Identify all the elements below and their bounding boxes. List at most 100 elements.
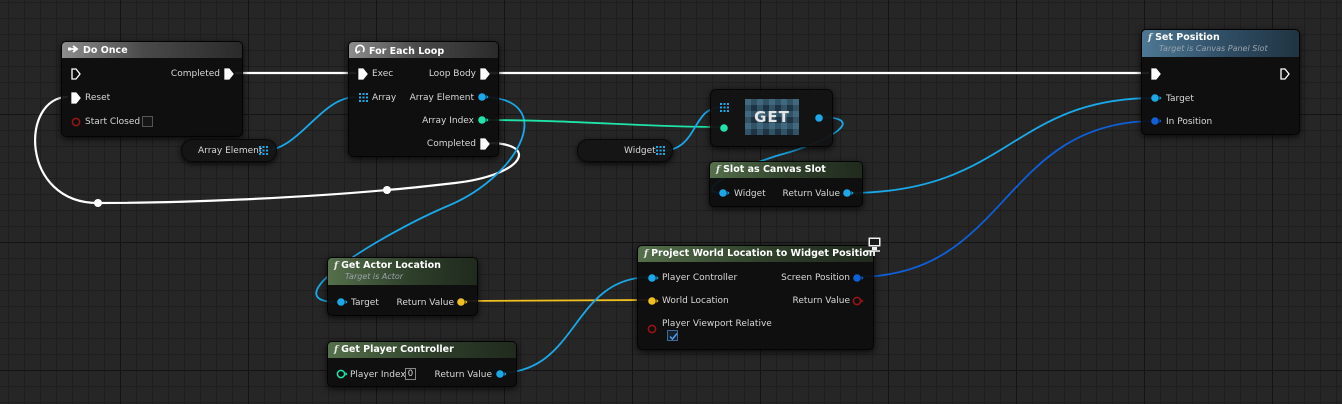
do-once-node[interactable]: Do Once Completed Reset Start Closed — [61, 41, 243, 137]
node-title: Slot as Canvas Slot — [723, 164, 826, 175]
node-title: Do Once — [83, 45, 128, 56]
array-out-pin[interactable] — [259, 146, 268, 155]
widget-in-pin[interactable] — [718, 188, 730, 198]
target-label: Target — [351, 298, 379, 308]
completed-label: Completed — [170, 69, 220, 79]
reroute-node[interactable] — [383, 186, 391, 194]
f-function-icon: f — [334, 260, 339, 271]
screen-position-out-pin[interactable] — [852, 273, 864, 283]
player-viewport-relative-checkbox[interactable] — [667, 330, 678, 341]
object-wire — [498, 276, 652, 374]
start-closed-checkbox[interactable] — [142, 116, 153, 127]
array-get-node[interactable]: GET — [710, 89, 833, 147]
player-index-in-pin[interactable] — [336, 369, 348, 379]
integer-wire — [480, 119, 723, 128]
loop-body-exec-pin[interactable] — [480, 68, 490, 80]
f-function-icon: f — [334, 344, 339, 355]
reset-exec-pin[interactable] — [71, 92, 81, 104]
loop-body-label: Loop Body — [428, 69, 476, 79]
exec-in-pin[interactable] — [358, 68, 368, 80]
f-function-icon: f — [716, 164, 721, 175]
array-element-variable-node[interactable]: Array Element — [181, 139, 277, 162]
exec-label: Exec — [372, 69, 394, 79]
object-wire — [847, 97, 1156, 194]
target-in-pin[interactable] — [1150, 93, 1162, 103]
vector2d-wire — [855, 120, 1156, 278]
node-title: Get Player Controller — [341, 344, 454, 355]
array-in-pin[interactable] — [359, 93, 368, 102]
arrow-right-icon — [68, 45, 79, 53]
player-controller-in-pin[interactable] — [647, 273, 659, 283]
array-in-pin[interactable] — [720, 103, 729, 112]
player-index-input[interactable]: 0 — [405, 368, 416, 380]
reset-label: Reset — [85, 93, 111, 103]
return-value-out-pin[interactable] — [852, 296, 864, 306]
index-in-pin[interactable] — [719, 123, 729, 133]
node-title: Project World Location to Widget Positio… — [651, 248, 876, 259]
array-element-label: Array Element — [409, 93, 474, 103]
start-closed-pin[interactable] — [71, 117, 81, 127]
monitor-icon — [865, 236, 882, 252]
player-controller-label: Player Controller — [662, 273, 738, 283]
return-value-out-pin[interactable] — [456, 297, 468, 307]
object-wire — [261, 96, 357, 152]
world-location-label: World Location — [662, 296, 729, 306]
node-header: For Each Loop — [349, 42, 498, 58]
node-subtitle: Target is Actor — [345, 272, 404, 281]
object-wire — [315, 96, 526, 303]
return-value-label: Return Value — [792, 296, 850, 306]
node-subtitle: Target is Canvas Panel Slot — [1159, 44, 1268, 53]
vector-wire — [460, 299, 652, 302]
completed-exec-pin[interactable] — [480, 138, 490, 150]
exec-out-pin[interactable] — [1280, 68, 1290, 80]
array-index-out-pin[interactable] — [477, 115, 489, 125]
in-position-in-pin[interactable] — [1150, 116, 1162, 126]
target-label: Target — [1166, 94, 1194, 104]
world-location-in-pin[interactable] — [647, 296, 659, 306]
array-index-label: Array Index — [422, 116, 474, 126]
reroute-node[interactable] — [94, 199, 102, 207]
for-each-loop-node[interactable]: For Each Loop Exec Loop Body Array Array… — [348, 41, 499, 157]
return-value-label: Return Value — [396, 298, 454, 308]
array-out-pin[interactable] — [656, 146, 665, 155]
completed-label: Completed — [426, 139, 476, 149]
in-position-label: In Position — [1166, 117, 1213, 127]
variable-label: Array Element — [198, 146, 263, 156]
return-value-label: Return Value — [782, 189, 840, 199]
variable-label: Widget — [624, 146, 656, 156]
node-title: Set Position — [1155, 32, 1220, 43]
widget-label: Widget — [734, 189, 766, 199]
f-function-icon: f — [644, 248, 649, 259]
array-element-out-pin[interactable] — [477, 92, 489, 102]
target-in-pin[interactable] — [336, 297, 348, 307]
loop-icon — [354, 44, 365, 54]
player-viewport-relative-label: Player Viewport Relative — [662, 319, 772, 329]
exec-in-pin[interactable] — [1151, 68, 1161, 80]
array-label: Array — [372, 93, 397, 103]
exec-in-pin[interactable] — [71, 68, 81, 80]
f-function-icon: f — [1148, 32, 1153, 43]
screen-position-label: Screen Position — [781, 273, 850, 283]
player-viewport-relative-pin[interactable] — [647, 324, 657, 334]
node-title: For Each Loop — [369, 46, 445, 57]
player-index-label: Player Index — [350, 370, 406, 380]
return-value-out-pin[interactable] — [842, 188, 854, 198]
return-value-out-pin[interactable] — [495, 369, 507, 379]
return-value-label: Return Value — [434, 370, 492, 380]
widget-variable-node[interactable]: Widget — [577, 139, 673, 162]
item-out-pin[interactable] — [814, 113, 824, 123]
node-title: Get Actor Location — [341, 260, 441, 271]
completed-exec-pin[interactable] — [224, 68, 234, 80]
node-header: Do Once — [62, 42, 242, 58]
